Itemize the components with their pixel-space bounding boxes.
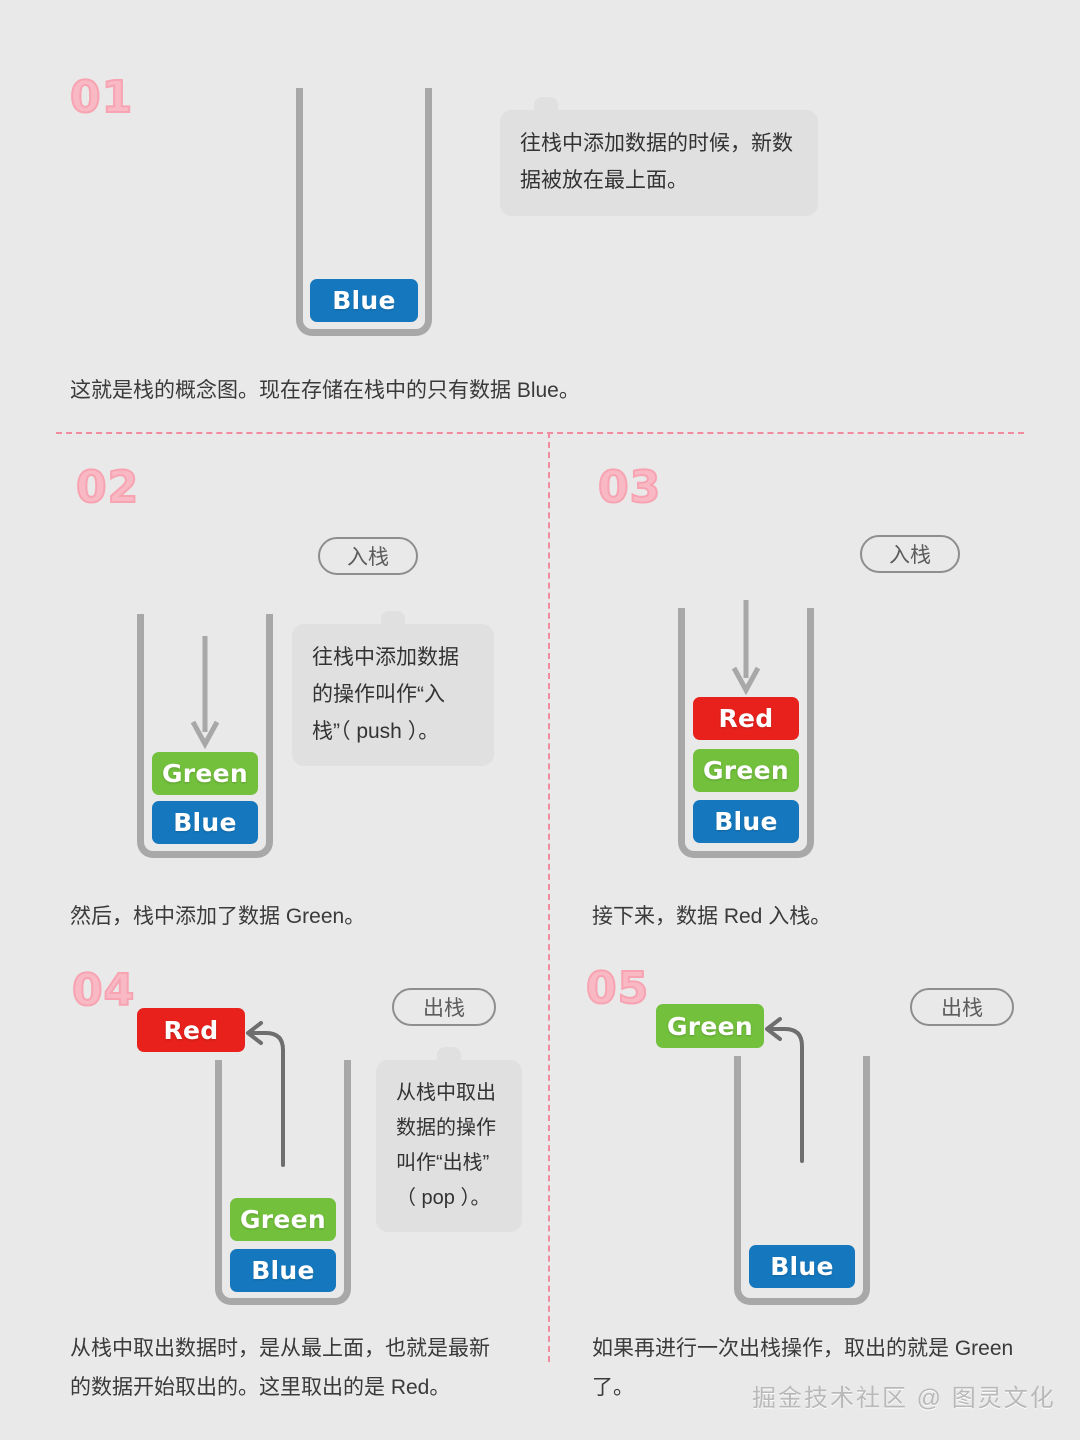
caption-01: 这就是栈的概念图。现在存储在栈中的只有数据 Blue。 <box>70 379 580 402</box>
caption-line: 的数据开始取出的。这里取出的是 Red。 <box>70 1375 451 1399</box>
bubble-line: 从栈中取出 <box>396 1082 496 1104</box>
speech-bubble-04: 从栈中取出 数据的操作 叫作“出栈” （ pop ）。 <box>376 1047 522 1232</box>
stack-block-blue-03: Blue <box>693 800 799 843</box>
speech-bubble-01: 往栈中添加数据的时候，新数 据被放在最上面。 <box>500 97 818 216</box>
stack-block-blue-04: Blue <box>230 1249 336 1292</box>
popped-block-red-04: Red <box>137 1008 245 1052</box>
bubble-line: 叫作“出栈” <box>396 1152 490 1174</box>
stack-block-blue-05: Blue <box>749 1245 855 1288</box>
caption-03: 接下来，数据 Red 入栈。 <box>592 905 832 928</box>
pop-arrow-05 <box>765 1017 804 1163</box>
divider-vertical <box>548 432 550 1362</box>
step-badge-02: 02 <box>75 461 140 514</box>
caption-05: 如果再进行一次出栈操作，取出的就是 Green 了。 <box>592 1330 1042 1408</box>
step-badge-05: 05 <box>585 962 650 1015</box>
bubble-line: （ pop ）。 <box>396 1187 491 1209</box>
operation-pill-pop-05[interactable]: 出栈 <box>910 988 1014 1026</box>
push-arrow-03 <box>731 600 761 696</box>
stack-block-red-03: Red <box>693 697 799 740</box>
bubble-line: 栈”（ push ）。 <box>312 719 440 743</box>
caption-line: 如果再进行一次出栈操作，取出的就是 Green <box>592 1337 1014 1360</box>
operation-pill-push-02[interactable]: 入栈 <box>318 537 418 575</box>
step-badge-03: 03 <box>597 461 662 514</box>
stack-block-blue-01: Blue <box>310 279 418 322</box>
bubble-line: 往栈中添加数据 <box>312 646 459 669</box>
pop-arrow-04 <box>246 1021 285 1167</box>
stack-container-01 <box>296 88 432 336</box>
bubble-line: 往栈中添加数据的时候，新数 <box>520 132 793 155</box>
caption-02: 然后，栈中添加了数据 Green。 <box>70 905 366 928</box>
stack-block-green-03: Green <box>693 749 799 792</box>
step-badge-01: 01 <box>69 71 134 124</box>
caption-line: 了。 <box>592 1375 634 1399</box>
stack-block-green-04: Green <box>230 1198 336 1241</box>
stack-container-03 <box>678 608 814 858</box>
speech-bubble-02: 往栈中添加数据 的操作叫作“入 栈”（ push ）。 <box>292 610 494 767</box>
operation-pill-push-03[interactable]: 入栈 <box>860 535 960 573</box>
watermark: 掘金技术社区 @ 图灵文化 <box>752 1385 1056 1412</box>
stack-container-04 <box>215 1060 351 1305</box>
stack-block-blue-02: Blue <box>152 801 258 844</box>
stack-container-02 <box>137 614 273 858</box>
operation-pill-pop-04[interactable]: 出栈 <box>392 988 496 1026</box>
bubble-line: 据被放在最上面。 <box>520 168 688 192</box>
bubble-line: 的操作叫作“入 <box>312 682 445 706</box>
popped-block-green-05: Green <box>656 1004 764 1048</box>
stack-block-green-02: Green <box>152 752 258 795</box>
push-arrow-02 <box>190 636 220 750</box>
caption-line: 从栈中取出数据时，是从最上面，也就是最新 <box>70 1337 490 1360</box>
stack-container-05 <box>734 1056 870 1305</box>
caption-04: 从栈中取出数据时，是从最上面，也就是最新 的数据开始取出的。这里取出的是 Red… <box>70 1330 540 1408</box>
bubble-line: 数据的操作 <box>396 1117 496 1139</box>
divider-horizontal <box>56 432 1024 434</box>
step-badge-04: 04 <box>71 964 136 1017</box>
